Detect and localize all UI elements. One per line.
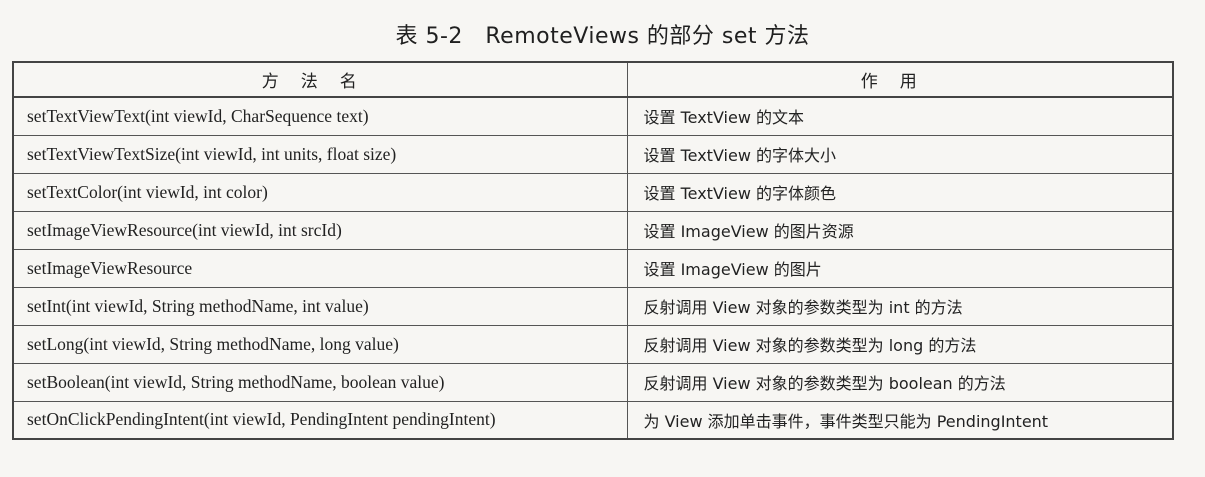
method-cell: setOnClickPendingIntent(int viewId, Pend… bbox=[12, 400, 628, 440]
header-effect: 作用 bbox=[626, 61, 1174, 98]
header-method-name: 方法名 bbox=[12, 61, 628, 98]
table-row: setTextViewText(int viewId, CharSequence… bbox=[12, 96, 1174, 136]
effect-cell: 反射调用 View 对象的参数类型为 boolean 的方法 bbox=[626, 362, 1174, 402]
effect-cell: 反射调用 View 对象的参数类型为 long 的方法 bbox=[626, 324, 1174, 364]
table-row: setTextColor(int viewId, int color) 设置 T… bbox=[12, 172, 1174, 212]
table-row: setOnClickPendingIntent(int viewId, Pend… bbox=[12, 400, 1174, 440]
method-cell: setInt(int viewId, String methodName, in… bbox=[12, 286, 628, 326]
methods-table: 方法名 作用 setTextViewText(int viewId, CharS… bbox=[12, 61, 1174, 440]
table-row: setImageViewResource(int viewId, int src… bbox=[12, 210, 1174, 250]
effect-cell: 为 View 添加单击事件，事件类型只能为 PendingIntent bbox=[626, 400, 1174, 440]
effect-cell: 设置 ImageView 的图片资源 bbox=[626, 210, 1174, 250]
table-row: setBoolean(int viewId, String methodName… bbox=[12, 362, 1174, 402]
method-cell: setBoolean(int viewId, String methodName… bbox=[12, 362, 628, 402]
effect-cell: 反射调用 View 对象的参数类型为 int 的方法 bbox=[626, 286, 1174, 326]
method-cell: setTextViewText(int viewId, CharSequence… bbox=[12, 96, 628, 136]
method-cell: setTextColor(int viewId, int color) bbox=[12, 172, 628, 212]
effect-cell: 设置 TextView 的字体颜色 bbox=[626, 172, 1174, 212]
method-cell: setLong(int viewId, String methodName, l… bbox=[12, 324, 628, 364]
method-cell: setTextViewTextSize(int viewId, int unit… bbox=[12, 134, 628, 174]
effect-cell: 设置 ImageView 的图片 bbox=[626, 248, 1174, 288]
method-cell: setImageViewResource bbox=[12, 248, 628, 288]
table-row: setTextViewTextSize(int viewId, int unit… bbox=[12, 134, 1174, 174]
header-row: 方法名 作用 bbox=[12, 61, 1174, 98]
table-row: setInt(int viewId, String methodName, in… bbox=[12, 286, 1174, 326]
table-caption: 表 5-2 RemoteViews 的部分 set 方法 bbox=[395, 24, 810, 49]
table-row: setLong(int viewId, String methodName, l… bbox=[12, 324, 1174, 364]
table-body: setTextViewText(int viewId, CharSequence… bbox=[12, 96, 1174, 440]
table-row: setImageViewResource 设置 ImageView 的图片 bbox=[12, 248, 1174, 288]
table-header: 方法名 作用 bbox=[12, 61, 1174, 98]
effect-cell: 设置 TextView 的文本 bbox=[626, 96, 1174, 136]
method-cell: setImageViewResource(int viewId, int src… bbox=[12, 210, 628, 250]
effect-cell: 设置 TextView 的字体大小 bbox=[626, 134, 1174, 174]
